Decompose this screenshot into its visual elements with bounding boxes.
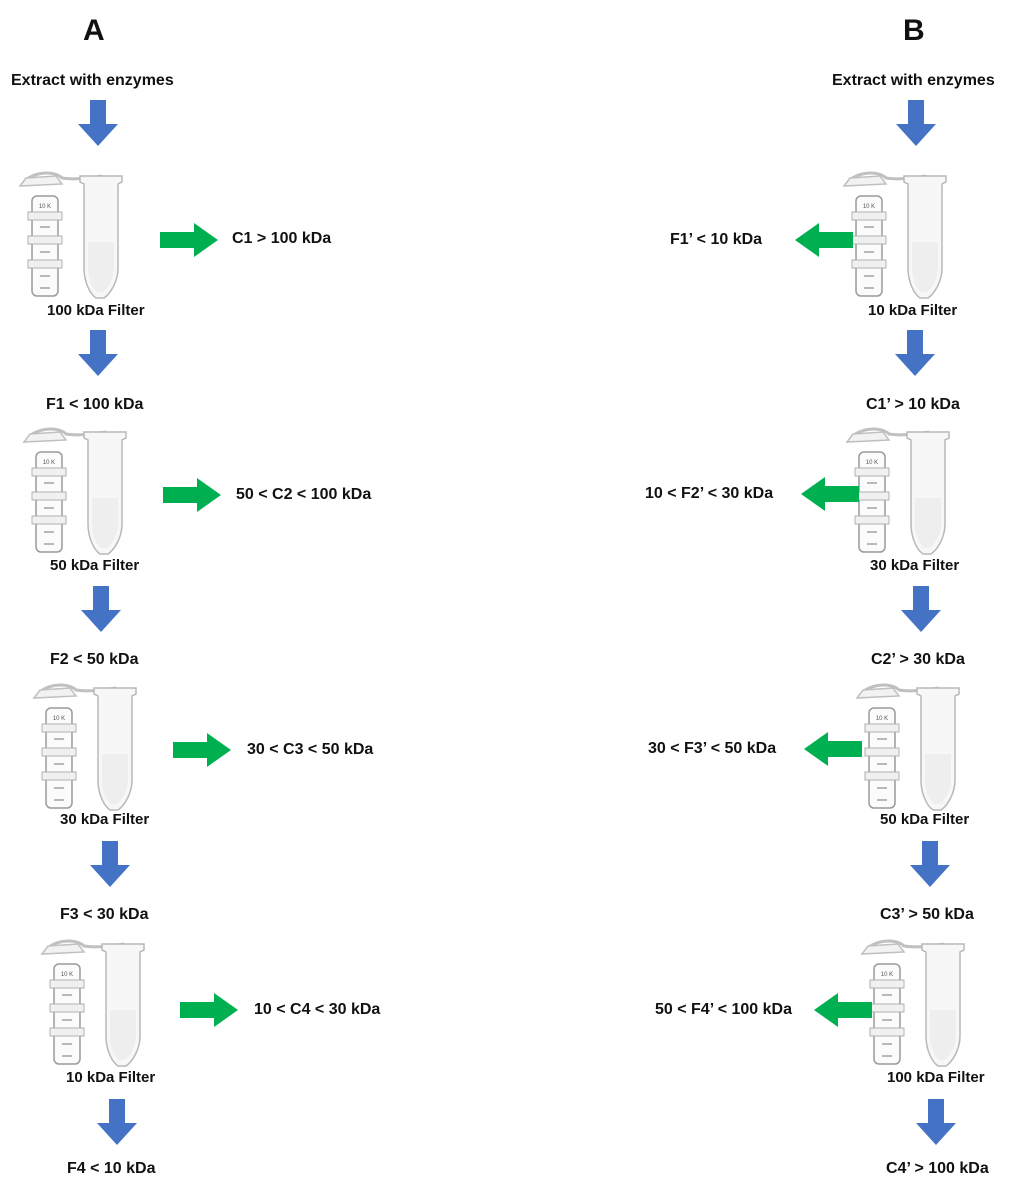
panel-b-fraction-2: C2’ > 30 kDa	[871, 651, 965, 668]
panel-b-down-arrow-3	[901, 586, 941, 632]
panel-b-filter-label-4: 100 kDa Filter	[887, 1069, 985, 1086]
panel-a-tube-3	[32, 683, 138, 812]
panel-a-right-arrow-4	[180, 993, 238, 1027]
panel-b-down-arrow-2	[895, 330, 935, 376]
panel-a-right-arrow-1	[160, 223, 218, 257]
panel-a-down-arrow-4	[90, 841, 130, 887]
panel-b-left-arrow-2	[801, 477, 859, 511]
panel-a-side-output-1: C1 > 100 kDa	[232, 230, 332, 247]
panel-a-side-output-2: 50 < C2 < 100 kDa	[236, 486, 372, 503]
panel-b-side-output-3: 30 < F3’ < 50 kDa	[648, 740, 777, 757]
panel-b-tube-4	[860, 939, 966, 1068]
panel-a-fraction-2: F2 < 50 kDa	[50, 651, 139, 668]
panel-b-tube-3	[855, 683, 961, 812]
panel-b-side-output-1: F1’ < 10 kDa	[670, 231, 763, 248]
panel-a-tube-4	[40, 939, 146, 1068]
panel-b-down-arrow-5	[916, 1099, 956, 1145]
panel-a-side-output-3: 30 < C3 < 50 kDa	[247, 741, 374, 758]
panel-a-down-arrow-5	[97, 1099, 137, 1145]
panel-b-filter-label-2: 30 kDa Filter	[870, 557, 960, 574]
panel-b-side-output-4: 50 < F4’ < 100 kDa	[655, 1001, 792, 1018]
panel-a-down-arrow-1	[78, 100, 118, 146]
panel-a-side-output-4: 10 < C4 < 30 kDa	[254, 1001, 381, 1018]
panel-b-filter-label-3: 50 kDa Filter	[880, 811, 970, 828]
panel-b-fraction-3: C3’ > 50 kDa	[880, 906, 974, 923]
panel-a-filter-label-2: 50 kDa Filter	[50, 557, 140, 574]
panel-a-fraction-3: F3 < 30 kDa	[60, 906, 149, 923]
panel-a-tube-1	[18, 171, 124, 300]
panel-a-filter-label-1: 100 kDa Filter	[47, 302, 145, 319]
panel-b-side-output-2: 10 < F2’ < 30 kDa	[645, 485, 774, 502]
panel-a-filter-label-4: 10 kDa Filter	[66, 1069, 156, 1086]
panel-b-fraction-1: C1’ > 10 kDa	[866, 396, 960, 413]
panel-b-letter: B	[903, 14, 925, 47]
panel-b-filter-label-1: 10 kDa Filter	[868, 302, 958, 319]
panel-a-right-arrow-2	[163, 478, 221, 512]
panel-a-right-arrow-3	[173, 733, 231, 767]
panel-a-down-arrow-3	[81, 586, 121, 632]
panel-a-filter-label-3: 30 kDa Filter	[60, 811, 150, 828]
panel-b-tube-1	[842, 171, 948, 300]
panel-b-left-arrow-3	[804, 732, 862, 766]
panel-a-fraction-4: F4 < 10 kDa	[67, 1160, 156, 1177]
panel-b-left-arrow-1	[795, 223, 853, 257]
panel-a-start-label: Extract with enzymes	[11, 72, 174, 89]
panel-b-fraction-4: C4’ > 100 kDa	[886, 1160, 989, 1177]
panel-a-letter: A	[83, 14, 105, 47]
panel-b-left-arrow-4	[814, 993, 872, 1027]
panel-a-down-arrow-2	[78, 330, 118, 376]
panel-b-down-arrow-1	[896, 100, 936, 146]
panel-a-fraction-1: F1 < 100 kDa	[46, 396, 144, 413]
panel-b-start-label: Extract with enzymes	[832, 72, 995, 89]
panel-a-tube-2	[22, 427, 128, 556]
panel-b-down-arrow-4	[910, 841, 950, 887]
panel-b-tube-2	[845, 427, 951, 556]
